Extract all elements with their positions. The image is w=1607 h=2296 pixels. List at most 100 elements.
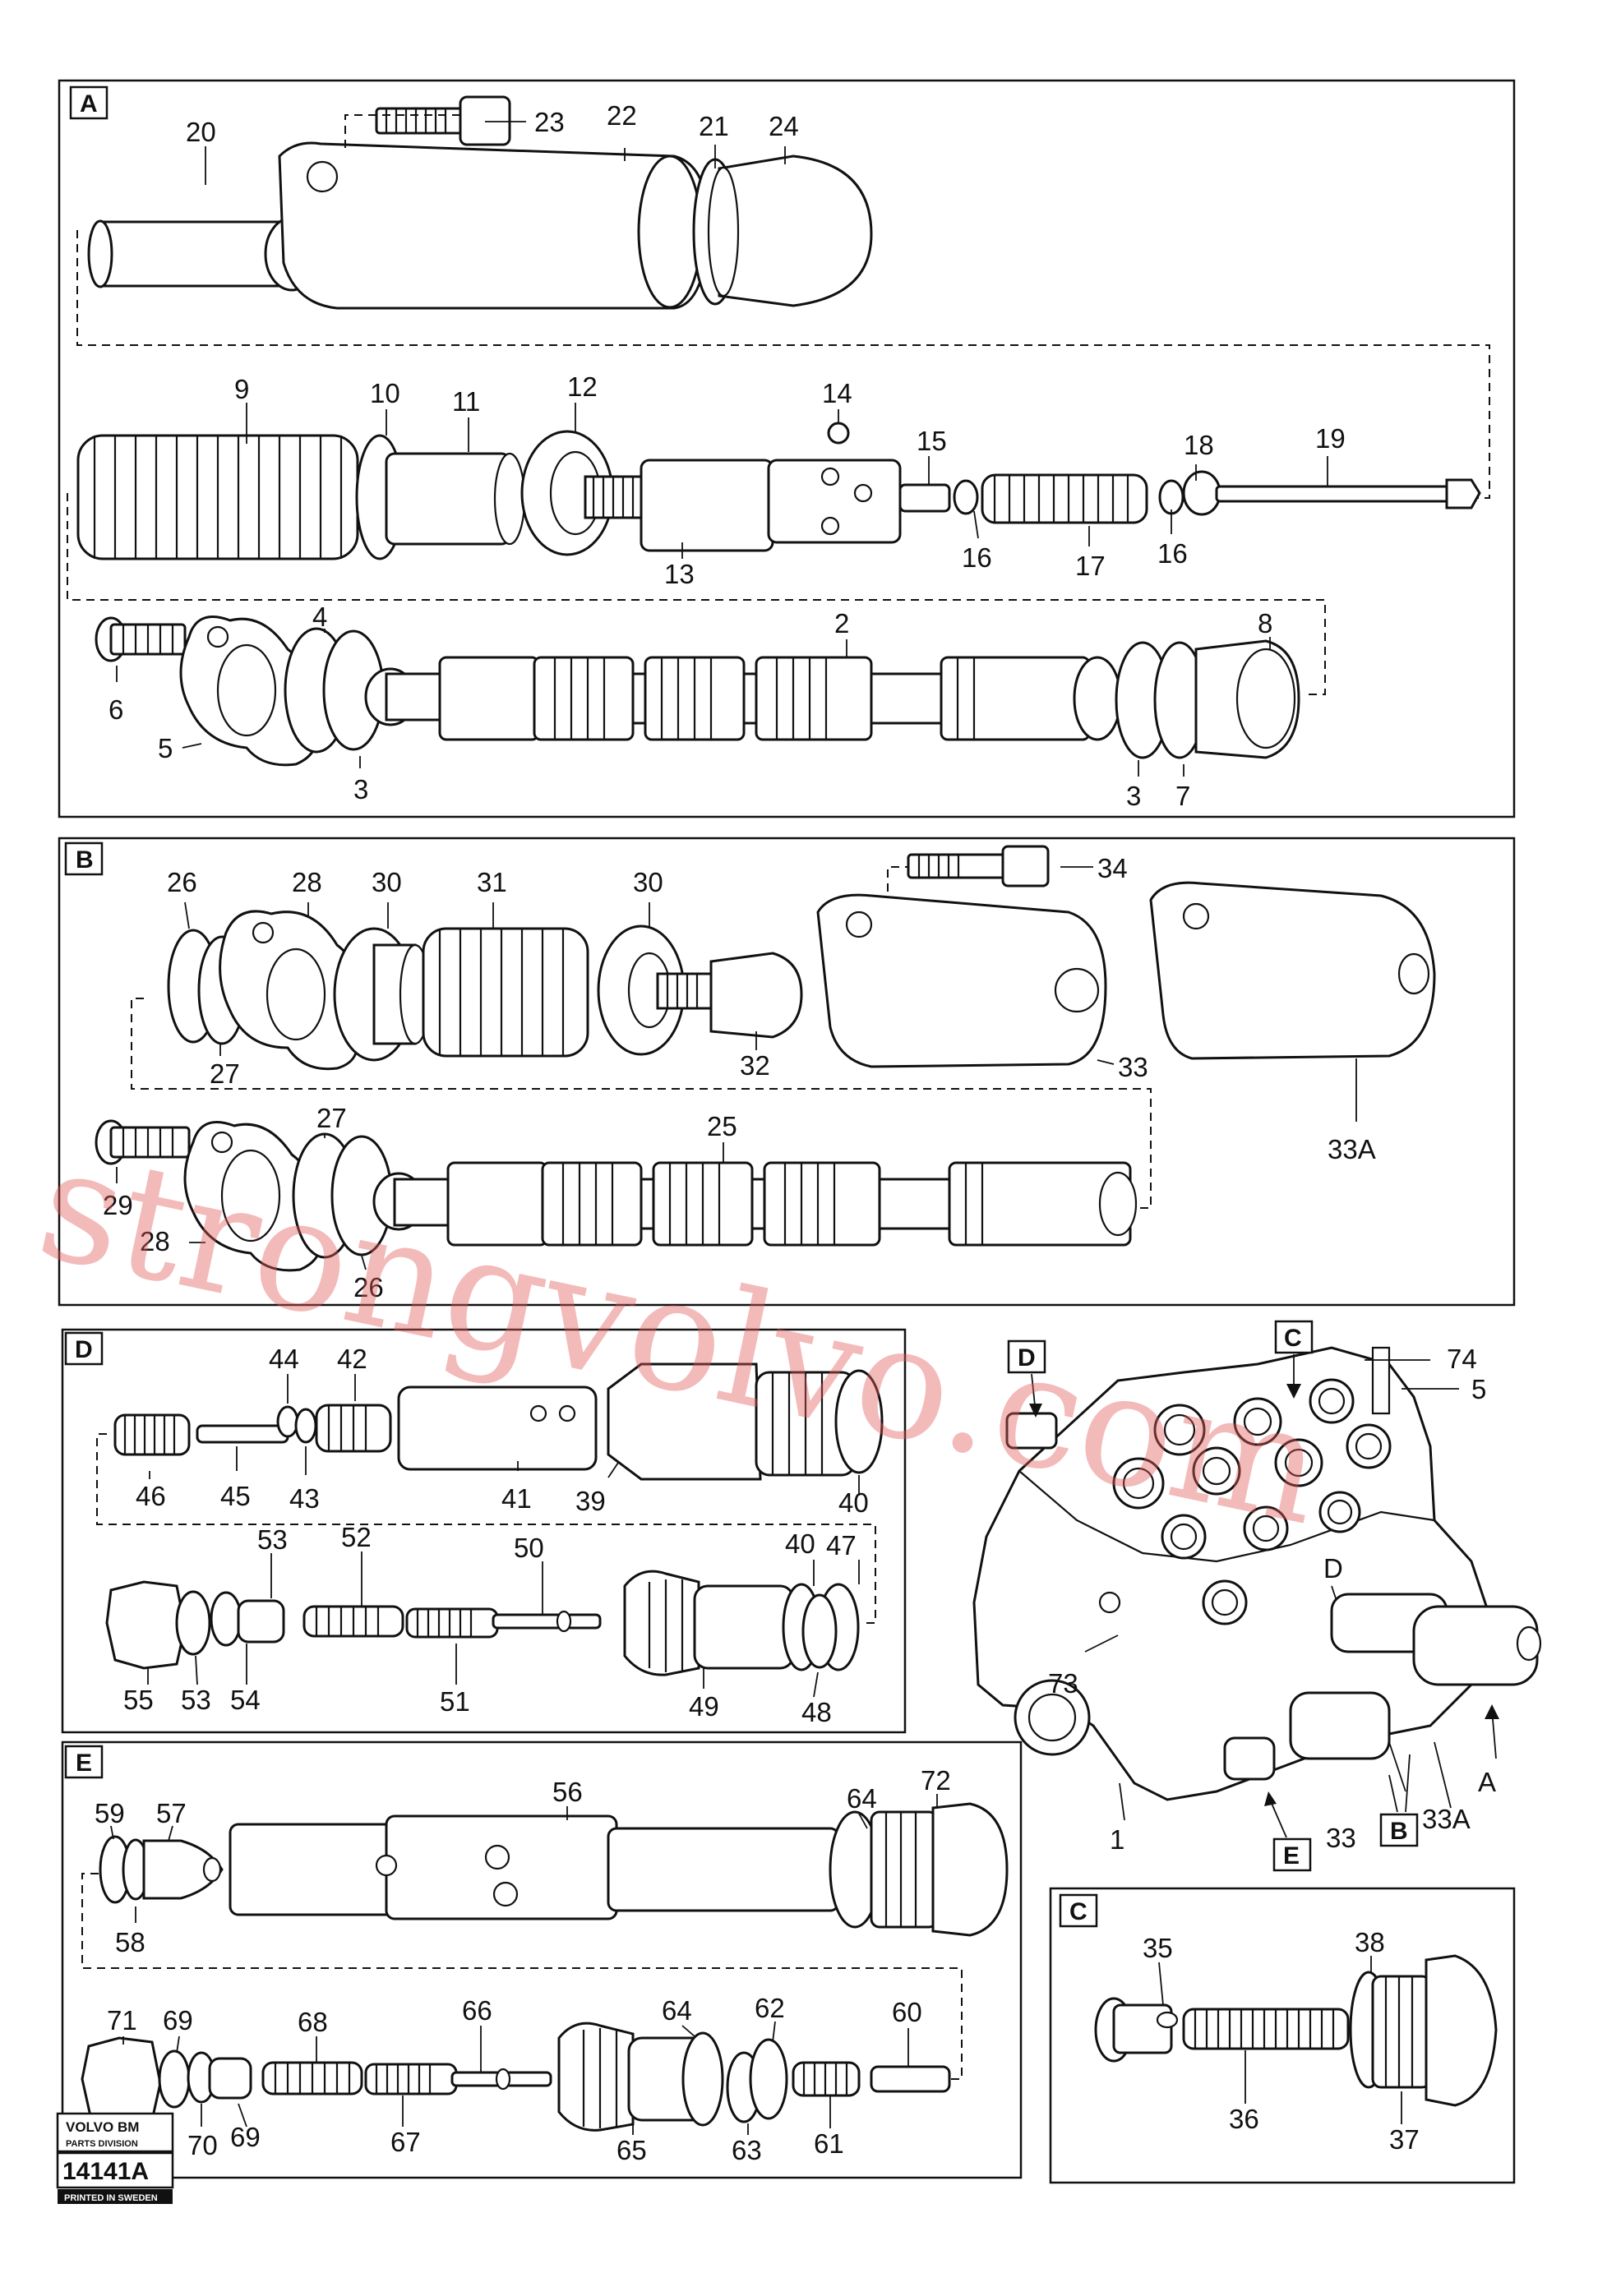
label-27a: 27	[210, 1058, 240, 1089]
part-32-pin	[656, 952, 803, 1039]
assembly-tag-c: C	[1284, 1325, 1302, 1352]
label-65: 65	[616, 2135, 647, 2165]
part-33-cover	[816, 893, 1107, 1068]
label-55: 55	[123, 1685, 154, 1715]
logo-code: 14141A	[62, 2158, 149, 2185]
panel-b-tag-box	[64, 841, 104, 876]
part-16-washer-a	[953, 479, 979, 515]
label-1: 1	[1110, 1824, 1124, 1855]
label-72: 72	[921, 1765, 951, 1796]
label-50: 50	[514, 1533, 544, 1563]
label-31: 31	[477, 867, 507, 897]
assembly-labels: 74 5 D 73 A 33A 1 33	[1048, 1344, 1496, 1855]
panel-c-tag-box	[1059, 1893, 1098, 1928]
label-69a: 69	[163, 2005, 193, 2036]
label-67: 67	[390, 2127, 421, 2157]
part-49-housing	[623, 1570, 795, 1676]
part-62-ring	[749, 2038, 788, 2120]
part-66-pin	[450, 2068, 552, 2091]
assembly-tag-d: D	[1018, 1344, 1036, 1372]
label-18: 18	[1184, 430, 1214, 460]
label-17: 17	[1075, 551, 1106, 581]
panel-b: B	[58, 837, 1516, 1307]
label-13: 13	[664, 559, 695, 589]
label-29: 29	[103, 1190, 133, 1220]
label-33: 33	[1118, 1052, 1148, 1082]
label-56: 56	[552, 1777, 583, 1807]
label-58: 58	[115, 1927, 145, 1957]
label-2: 2	[834, 608, 849, 639]
label-12: 12	[567, 371, 598, 402]
part-31-spring	[422, 927, 589, 1058]
part-71-nut	[81, 2036, 162, 2126]
label-35: 35	[1143, 1933, 1173, 1963]
label-9: 9	[234, 374, 249, 404]
label-53a: 53	[257, 1524, 288, 1555]
panel-c: C 35 38 36 37	[1049, 1887, 1516, 2184]
label-69b: 69	[230, 2122, 261, 2152]
part-28-flange-a	[219, 910, 361, 1071]
panel-a-tag: A	[80, 90, 98, 118]
part-45-pin	[196, 1424, 289, 1444]
label-74: 74	[1447, 1344, 1477, 1374]
panel-c-labels: 35 38 36 37	[1143, 1927, 1420, 2155]
part-9-spring	[76, 434, 359, 560]
label-44: 44	[269, 1344, 299, 1374]
part-42-seat	[315, 1404, 392, 1453]
part-29-bolt	[95, 1119, 191, 1165]
panel-d: D	[61, 1328, 907, 1734]
part-54-plug	[237, 1599, 285, 1644]
label-23: 23	[534, 107, 565, 137]
label-15: 15	[917, 426, 947, 456]
assembly-tag-box-c	[1274, 1320, 1314, 1354]
label-30a: 30	[372, 867, 402, 897]
label-19: 19	[1315, 423, 1346, 454]
part-55-nut	[105, 1580, 187, 1670]
assembly-tag-e: E	[1283, 1842, 1300, 1870]
label-71: 71	[107, 2005, 137, 2036]
label-42: 42	[337, 1344, 367, 1374]
label-8: 8	[1258, 608, 1272, 639]
label-63: 63	[732, 2135, 762, 2165]
part-61-spring	[792, 2061, 861, 2097]
label-36: 36	[1229, 2104, 1259, 2134]
part-51-spring	[405, 1607, 499, 1639]
label-57: 57	[156, 1798, 187, 1828]
panel-e-tag-box	[64, 1745, 104, 1779]
label-28a: 28	[292, 867, 322, 897]
part-28-flange-b	[183, 1121, 321, 1272]
label-61: 61	[814, 2128, 844, 2159]
label-54: 54	[230, 1685, 261, 1715]
label-46: 46	[136, 1481, 166, 1511]
part-30-washer-a	[333, 927, 432, 1062]
part-44-ring	[276, 1405, 299, 1438]
label-38: 38	[1355, 1927, 1385, 1957]
label-59: 59	[95, 1798, 125, 1828]
panel-a-labels: 20 23 22 21 24 9 10 11 12 14 15 18 19 13…	[109, 100, 1346, 811]
part-33A-cover	[1149, 881, 1436, 1060]
label-39: 39	[575, 1486, 606, 1516]
logo-printed: PRINTED IN SWEDEN	[64, 2193, 158, 2203]
part-11-sleeve	[385, 452, 526, 546]
label-49: 49	[689, 1691, 719, 1722]
panel-e-labels: 59 57 56 64 72 58 71 69 68 66 64 62 60 7…	[95, 1765, 951, 2165]
volvo-bm-logo-block: VOLVO BM PARTS DIVISION 14141A PRINTED I…	[56, 2112, 174, 2204]
label-41: 41	[501, 1483, 532, 1514]
panel-c-tag: C	[1069, 1898, 1087, 1925]
port-cover-a	[1412, 1605, 1542, 1686]
label-assembly-33: 33	[1326, 1823, 1356, 1853]
part-57-poppet	[142, 1839, 224, 1900]
part-68-spring	[261, 2061, 363, 2095]
part-53-washer-a	[175, 1590, 211, 1656]
label-53b: 53	[181, 1685, 211, 1715]
port-holes	[1014, 1378, 1392, 1756]
part-69-washer-a	[158, 2049, 191, 2109]
panel-e: E	[61, 1740, 1023, 2179]
assembly-tag-b: B	[1390, 1818, 1408, 1845]
label-37: 37	[1389, 2124, 1420, 2155]
label-32: 32	[740, 1050, 770, 1081]
part-6-bolt	[95, 616, 187, 662]
part-40-oring-a	[834, 1369, 884, 1474]
assembly-tag-box-b	[1379, 1813, 1419, 1847]
